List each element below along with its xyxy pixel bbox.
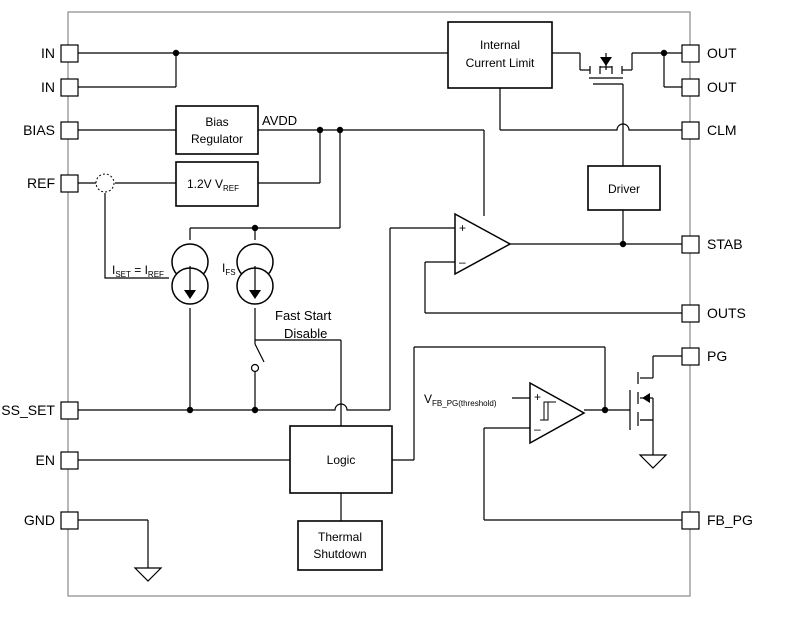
pin-box-gnd xyxy=(60,511,79,530)
ref-node-circle xyxy=(95,173,115,193)
internal-current-limit-block: Internal Current Limit xyxy=(447,21,553,89)
pg-ground-symbol xyxy=(638,454,668,469)
pin-label-ref: REF xyxy=(27,175,55,191)
current-limit-line2: Current Limit xyxy=(466,56,535,70)
pin-label-clm: CLM xyxy=(707,122,737,138)
pg-nmos-symbol xyxy=(629,372,653,430)
left-pin-labels: IN IN BIAS REF SS_SET EN GND xyxy=(1,45,55,528)
current-source-ifs xyxy=(236,243,274,305)
avdd-label: AVDD xyxy=(262,113,297,128)
comp-minus-sign: – xyxy=(534,422,541,436)
wires xyxy=(78,52,682,568)
pin-box-en xyxy=(60,451,79,470)
pin-box-in1 xyxy=(60,44,79,63)
pin-box-ss-set xyxy=(60,401,79,420)
gnd-ground-symbol xyxy=(133,567,163,582)
pin-box-ref xyxy=(60,174,79,193)
fast-start-line2: Disable xyxy=(284,326,327,341)
fast-start-line1: Fast Start xyxy=(275,308,332,323)
fast-start-switch xyxy=(250,343,265,373)
amp-minus-sign: – xyxy=(459,255,466,269)
vref-prefix: 1.2V V xyxy=(187,177,223,191)
pin-label-stab: STAB xyxy=(707,236,743,252)
pin-box-clm xyxy=(681,121,700,140)
driver-block: Driver xyxy=(587,165,661,211)
left-pin-boxes xyxy=(60,44,79,530)
pin-label-bias: BIAS xyxy=(23,122,55,138)
ifs-label: IFS xyxy=(222,261,236,277)
chip-outline xyxy=(67,11,691,597)
pin-label-in2: IN xyxy=(41,79,55,95)
bias-line2: Regulator xyxy=(191,132,243,146)
current-source-iset xyxy=(171,243,209,305)
svg-text:1.2V VREF: 1.2V VREF xyxy=(187,177,239,193)
vfb-pg-threshold-label: VFB_PG(threshold) xyxy=(424,392,497,408)
logic-block: Logic xyxy=(289,425,393,494)
pin-label-pg: PG xyxy=(707,348,727,364)
junction-dots xyxy=(172,49,668,414)
right-pin-labels: OUT OUT CLM STAB OUTS PG FB_PG xyxy=(707,45,753,528)
pin-label-fb-pg: FB_PG xyxy=(707,512,753,528)
pin-label-in1: IN xyxy=(41,45,55,61)
error-amplifier: + – xyxy=(454,212,512,276)
pin-box-in2 xyxy=(60,78,79,97)
comp-plus-sign: + xyxy=(534,390,541,404)
pin-box-out2 xyxy=(681,78,700,97)
pin-label-out1: OUT xyxy=(707,45,737,61)
thermal-line2: Shutdown xyxy=(313,547,366,561)
pin-label-out2: OUT xyxy=(707,79,737,95)
pin-label-en: EN xyxy=(36,452,55,468)
pin-box-out1 xyxy=(681,44,700,63)
pin-box-fb-pg xyxy=(681,511,700,530)
pin-label-gnd: GND xyxy=(24,512,55,528)
bias-line1: Bias xyxy=(205,115,228,129)
amp-plus-sign: + xyxy=(459,221,466,235)
thermal-line1: Thermal xyxy=(318,530,362,544)
pg-comparator: + – xyxy=(529,381,586,445)
pass-fet-symbol xyxy=(579,53,633,79)
thermal-shutdown-block: Thermal Shutdown xyxy=(297,520,383,571)
pin-label-ss-set: SS_SET xyxy=(1,402,55,418)
vref-block: 1.2V VREF xyxy=(175,161,259,207)
logic-label: Logic xyxy=(327,453,356,467)
bias-regulator-block: Bias Regulator xyxy=(175,105,259,155)
pin-box-pg xyxy=(681,347,700,366)
pin-box-bias xyxy=(60,121,79,140)
driver-label: Driver xyxy=(608,182,640,196)
right-pin-boxes xyxy=(681,44,700,530)
vref-sub: REF xyxy=(223,184,239,193)
hysteresis-icon xyxy=(540,401,556,421)
iset-label: ISET = IREF xyxy=(112,263,164,279)
pin-box-stab xyxy=(681,235,700,254)
pin-box-outs xyxy=(681,304,700,323)
current-limit-line1: Internal xyxy=(480,38,520,52)
pin-label-outs: OUTS xyxy=(707,305,746,321)
